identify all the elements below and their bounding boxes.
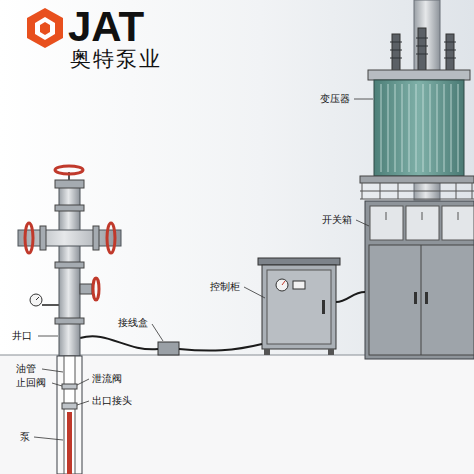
part-label: 泄流阀 (92, 373, 122, 385)
part-label: 变压器 (320, 93, 350, 105)
switch-box (365, 201, 474, 359)
part-label: 井口 (12, 330, 32, 342)
transformer (360, 28, 474, 199)
part-label: 泵 (20, 431, 30, 443)
logo-icon (27, 8, 63, 48)
logo-name: 奥特泵业 (70, 47, 162, 72)
part-label: 出口接头 (92, 395, 132, 407)
control-cabinet (258, 258, 340, 355)
logo-wordmark: JAT (68, 2, 144, 52)
part-label: 控制柜 (210, 281, 240, 293)
downhole-pump (57, 356, 82, 474)
part-label: 开关箱 (322, 214, 352, 226)
underground (0, 355, 474, 474)
part-label: 接线盒 (118, 317, 148, 329)
part-label: 油管 (16, 363, 36, 375)
power-cable (80, 292, 365, 351)
leader-line (34, 99, 373, 440)
part-label: 止回阀 (16, 377, 46, 389)
junction-box (158, 342, 179, 355)
wellhead (18, 166, 121, 356)
